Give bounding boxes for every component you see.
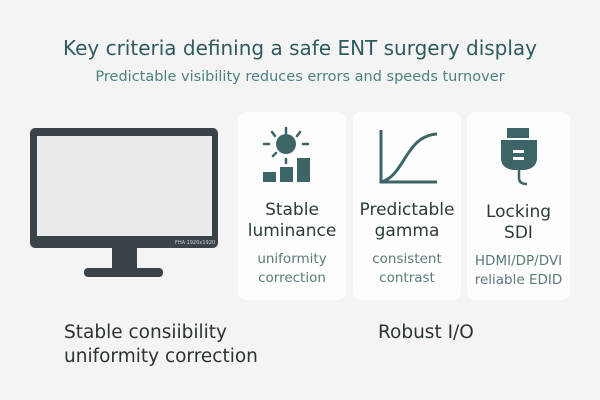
card-heading: gamma: [374, 221, 440, 241]
page-subtitle: Predictable visibility reduces errors an…: [95, 69, 505, 85]
card-subtext: contrast: [379, 270, 435, 286]
bezel-label: FHA 1920x1920: [175, 240, 215, 246]
connector-plug-icon: [500, 128, 537, 186]
card-heading: luminance: [247, 221, 337, 241]
page-title: Key criteria defining a safe ENT surgery…: [62, 36, 538, 60]
card-subtext: correction: [258, 270, 326, 286]
caption-line: Stable consiibility: [64, 322, 227, 343]
caption-line: uniformity correction: [64, 346, 258, 367]
bottom-left-caption: Stable consiibility uniformity correctio…: [64, 321, 258, 369]
sun-bars-icon: [262, 126, 310, 182]
bottom-right-caption: Robust I/O: [378, 322, 474, 343]
gamma-curve-icon: [379, 130, 438, 184]
card-heading: Locking: [485, 202, 552, 222]
monitor-icon: FHA 1920x1920: [30, 128, 220, 284]
card-heading: Stable: [265, 200, 319, 220]
card-heading: Predictable: [359, 200, 455, 220]
card-subtext: HDMI/DP/DVI: [474, 253, 563, 269]
card-subtext: uniformity: [257, 251, 327, 267]
card-subtext: reliable EDID: [474, 272, 563, 288]
card-subtext: consistent: [372, 251, 442, 267]
card-heading: SDI: [504, 223, 533, 243]
